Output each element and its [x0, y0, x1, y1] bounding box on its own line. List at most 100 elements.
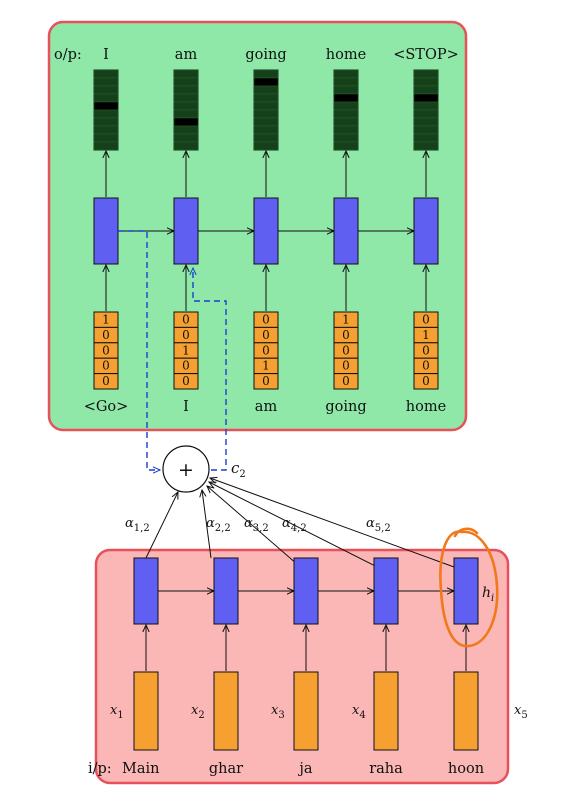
source-word: ja: [297, 761, 312, 777]
onehot-bit: 0: [102, 343, 110, 357]
encoder-cell: [213, 557, 239, 625]
onehot-bit: 0: [422, 359, 430, 373]
encoder-cell: [453, 557, 479, 625]
onehot-bit: 0: [422, 313, 430, 327]
onehot-bit: 0: [262, 374, 270, 388]
decoder-input-arrows: [106, 265, 426, 311]
sum-symbol: +: [178, 459, 194, 481]
input-token-label: am: [255, 399, 278, 415]
encoder-cell: [373, 557, 399, 625]
source-word: hoon: [448, 761, 484, 777]
input-prefix: i/p:: [88, 761, 112, 777]
x-label: x5: [514, 703, 528, 721]
encoder-input-box: [213, 671, 239, 751]
onehot-bit: 0: [262, 328, 270, 342]
onehot-bit: 0: [262, 343, 270, 357]
output-distribution: [253, 69, 279, 151]
alpha-label: α5,2: [366, 516, 391, 534]
output-distribution: [413, 69, 439, 151]
decoder-output-distributions: [93, 69, 439, 151]
onehot-bit: 0: [102, 359, 110, 373]
onehot-bit: 0: [182, 359, 190, 373]
encoder-x-labels: x1 x2 x3 x4 x5: [110, 703, 528, 721]
onehot-bit: 1: [182, 343, 190, 357]
attention-weight-arrows: [145, 478, 466, 572]
source-word: ghar: [209, 761, 243, 777]
attention-weight-labels: α1,2 α2,2 α3,2 α4,2 α5,2: [125, 516, 391, 534]
output-label: am: [175, 47, 198, 63]
decoder-cell: [333, 197, 359, 265]
encoder-input-boxes: [133, 671, 479, 751]
decoder-output-labels: I am going home <STOP>: [103, 47, 459, 63]
encoder-cell: [133, 557, 159, 625]
onehot-bit: 0: [102, 374, 110, 388]
encoder-input-box: [133, 671, 159, 751]
x-label: x1: [110, 703, 124, 721]
onehot-bit: 1: [262, 359, 270, 373]
onehot-bit: 0: [102, 328, 110, 342]
encoder-rnn-cells: [133, 557, 479, 625]
onehot-bit: 1: [422, 328, 430, 342]
output-label: <STOP>: [393, 47, 459, 63]
dashed-state-links: [118, 230, 227, 471]
output-distribution: [93, 69, 119, 151]
onehot-bit: 0: [182, 313, 190, 327]
highlight-circle-annotation: [439, 527, 499, 648]
alpha-label: α2,2: [206, 516, 231, 534]
alpha-label: α1,2: [125, 516, 150, 534]
output-label: home: [326, 47, 366, 63]
decoder-cell: [253, 197, 279, 265]
output-label: going: [245, 47, 286, 63]
decoder-cell: [173, 197, 199, 265]
decoder-output-arrows: [106, 151, 426, 197]
onehot-bit: 0: [262, 313, 270, 327]
onehot-bit: 1: [102, 313, 110, 327]
input-token-label: I: [183, 399, 189, 415]
input-token-label: home: [406, 399, 446, 415]
state-to-attention-link: [118, 230, 160, 470]
output-distribution: [333, 69, 359, 151]
onehot-bit: 0: [182, 328, 190, 342]
attention-sum-node: [162, 445, 210, 493]
x-label: x2: [191, 703, 205, 721]
encoder-word-labels: Main ghar ja raha hoon: [122, 761, 484, 777]
encoder-panel: [94, 548, 510, 785]
onehot-bit: 0: [342, 374, 350, 388]
output-prefix: o/p:: [54, 47, 82, 63]
onehot-bit: 1: [342, 313, 350, 327]
encoder-input-box: [453, 671, 479, 751]
decoder-input-labels: <Go> I am going home: [84, 399, 447, 415]
x-label: x4: [352, 703, 366, 721]
context-to-decoder-link: [193, 268, 227, 471]
context-vector-label: c2: [231, 459, 246, 480]
encoder-input-box: [373, 671, 399, 751]
output-distribution: [173, 69, 199, 151]
source-word: raha: [369, 761, 403, 777]
output-label: I: [103, 47, 109, 63]
decoder-cell: [413, 197, 439, 265]
input-token-label: <Go>: [84, 399, 129, 415]
onehot-bit: 0: [342, 359, 350, 373]
onehot-bit: 0: [342, 343, 350, 357]
x-label: x3: [271, 703, 285, 721]
onehot-bit: 0: [182, 374, 190, 388]
onehot-bit: 0: [422, 343, 430, 357]
encoder-cell: [293, 557, 319, 625]
encoder-input-arrows: [146, 625, 466, 671]
source-word: Main: [122, 761, 159, 777]
input-token-label: going: [325, 399, 366, 415]
alpha-label: α4,2: [282, 516, 307, 534]
decoder-cell: [93, 197, 119, 265]
encoder-input-box: [293, 671, 319, 751]
hidden-state-label: hi: [482, 585, 494, 604]
onehot-bit: 0: [342, 328, 350, 342]
onehot-bit: 0: [422, 374, 430, 388]
alpha-label: α3,2: [244, 516, 269, 534]
